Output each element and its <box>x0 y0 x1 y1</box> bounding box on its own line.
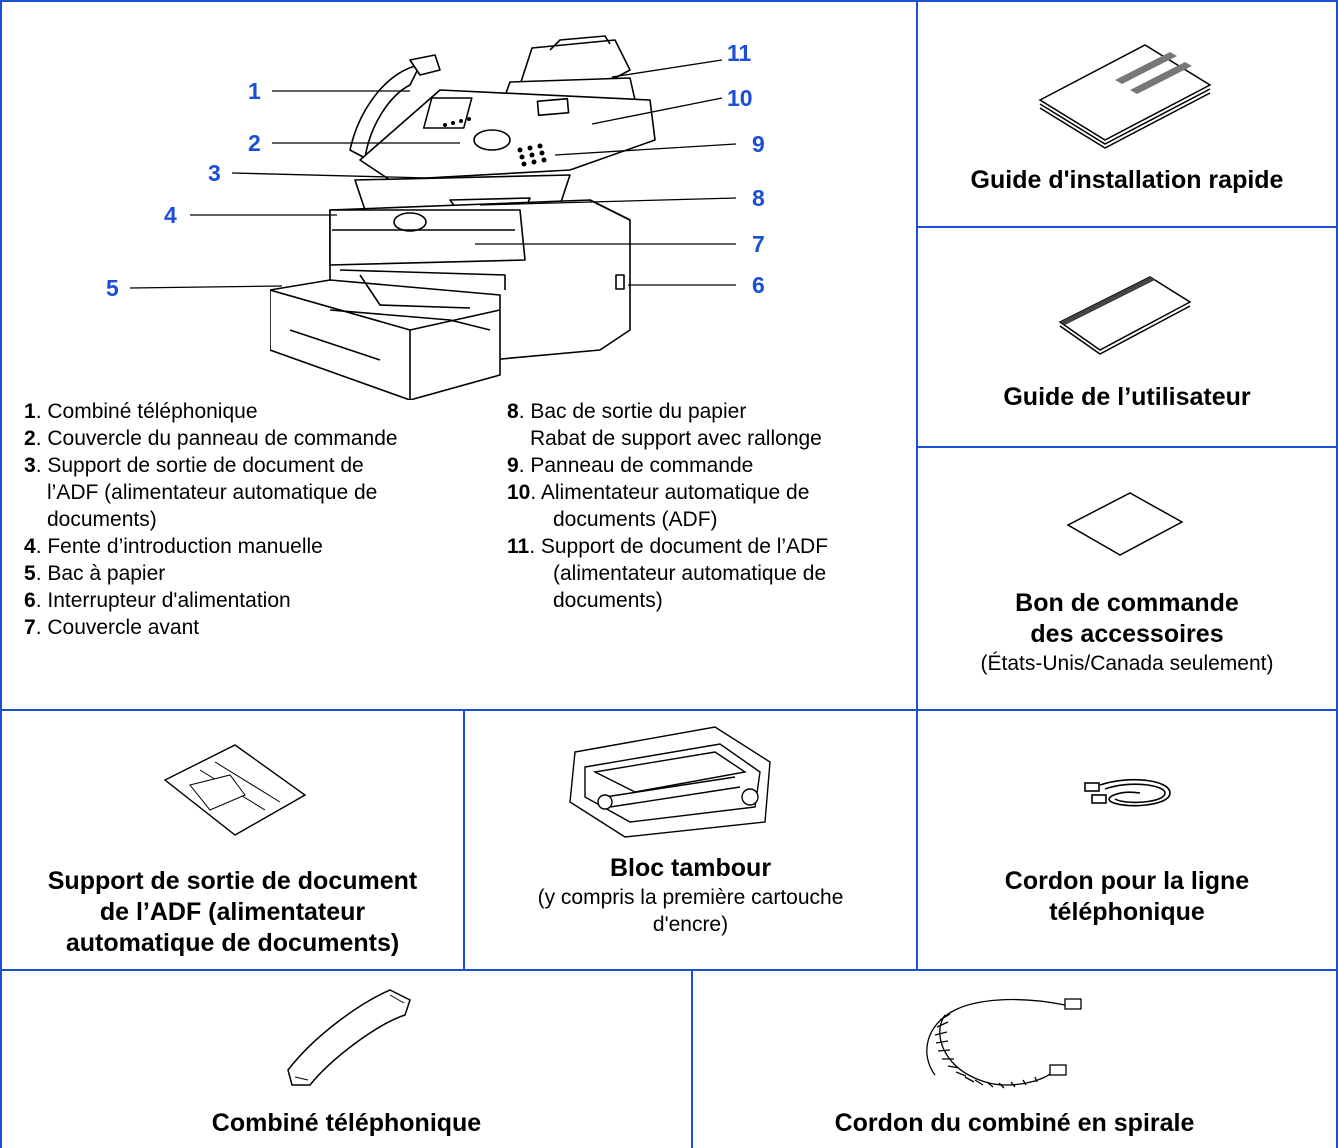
divider-vertical-bottom <box>691 969 693 1148</box>
accessory-order-form-illustration <box>1066 492 1184 556</box>
accessory-order-caption: Bon de commande des accessoires (États-U… <box>918 588 1336 677</box>
legend-left: 1. Combiné téléphonique 2. Couvercle du … <box>24 398 504 641</box>
drum-unit-illustration <box>569 726 771 838</box>
telephone-line-cord-line-2: téléphonique <box>1049 898 1205 926</box>
curled-cord-illustration <box>926 998 1082 1089</box>
divider-vertical-main <box>916 0 918 970</box>
divider-bottom <box>0 969 1338 971</box>
adf-output-support-caption: Support de sortie de document de l’ADF (… <box>2 866 463 959</box>
callout-leaders <box>129 59 737 289</box>
divider-row2 <box>916 446 1338 448</box>
callout-4: 4 <box>164 202 177 228</box>
callout-8: 8 <box>752 185 765 211</box>
legend-item: 10. Alimentateur automatique de document… <box>507 481 810 531</box>
telephone-line-cord-illustration <box>1084 778 1171 807</box>
legend-item: 2. Couvercle du panneau de commande <box>24 427 398 450</box>
callout-1: 1 <box>248 78 261 104</box>
fax-machine-illustration <box>270 35 656 400</box>
telephone-line-cord-line-1: Cordon pour la ligne <box>1004 867 1250 895</box>
callout-6: 6 <box>752 272 765 298</box>
drum-unit-title: Bloc tambour <box>609 854 772 882</box>
callout-7: 7 <box>752 231 765 257</box>
quick-setup-guide-caption: Guide d'installation rapide <box>970 166 1284 194</box>
legend-item: 7. Couvercle avant <box>24 616 200 639</box>
border-top <box>0 0 1338 2</box>
callout-2: 2 <box>248 130 261 156</box>
curled-cord-caption: Cordon du combiné en spirale <box>834 1109 1195 1137</box>
divider-middle <box>0 709 1338 711</box>
legend-item: 4. Fente d’introduction manuelle <box>24 535 323 558</box>
callout-5: 5 <box>106 275 119 301</box>
legend-item: 8. Bac de sortie du papier Rabat de supp… <box>507 400 822 450</box>
callout-11: 11 <box>727 40 752 66</box>
accessory-order-title-2: des accessoires <box>1030 620 1224 648</box>
handset-caption: Combiné téléphonique <box>211 1109 482 1137</box>
telephone-line-cord-caption: Cordon pour la ligne téléphonique <box>918 866 1336 928</box>
border-right <box>1336 0 1338 1148</box>
legend-item: 11. Support de document de l’ADF (alimen… <box>507 535 829 612</box>
accessory-order-title-1: Bon de commande <box>1015 589 1239 617</box>
handset-illustration <box>287 989 411 1086</box>
adf-output-support-line-1: Support de sortie de document <box>47 867 418 895</box>
user-guide-illustration <box>1058 276 1192 355</box>
adf-output-support-illustration <box>163 744 307 836</box>
drum-unit-note-1: (y compris la première cartouche <box>537 886 844 909</box>
adf-output-support-line-2: de l’ADF (alimentateur <box>99 898 366 926</box>
accessory-order-note: (États-Unis/Canada seulement) <box>980 652 1274 675</box>
callout-10: 10 <box>727 85 753 111</box>
user-guide-caption: Guide de l’utilisateur <box>1003 383 1251 411</box>
quick-setup-guide-illustration <box>1038 44 1212 149</box>
legend-item: 9. Panneau de commande <box>507 454 754 477</box>
callout-9: 9 <box>752 131 765 157</box>
legend-item: 6. Interrupteur d'alimentation <box>24 589 291 612</box>
legend-item: 3. Support de sortie de document de l’AD… <box>24 454 378 531</box>
callout-3: 3 <box>208 160 221 186</box>
legend-item: 1. Combiné téléphonique <box>24 400 258 423</box>
divider-vertical-mid1 <box>463 709 465 970</box>
legend-right: 8. Bac de sortie du papier Rabat de supp… <box>507 398 912 614</box>
divider-row1 <box>916 226 1338 228</box>
adf-output-support-line-3: automatique de documents) <box>65 929 400 957</box>
drum-unit-caption: Bloc tambour (y compris la première cart… <box>465 853 916 938</box>
drum-unit-note-2: d'encre) <box>652 913 729 936</box>
legend-item: 5. Bac à papier <box>24 562 166 585</box>
border-left <box>0 0 2 1148</box>
